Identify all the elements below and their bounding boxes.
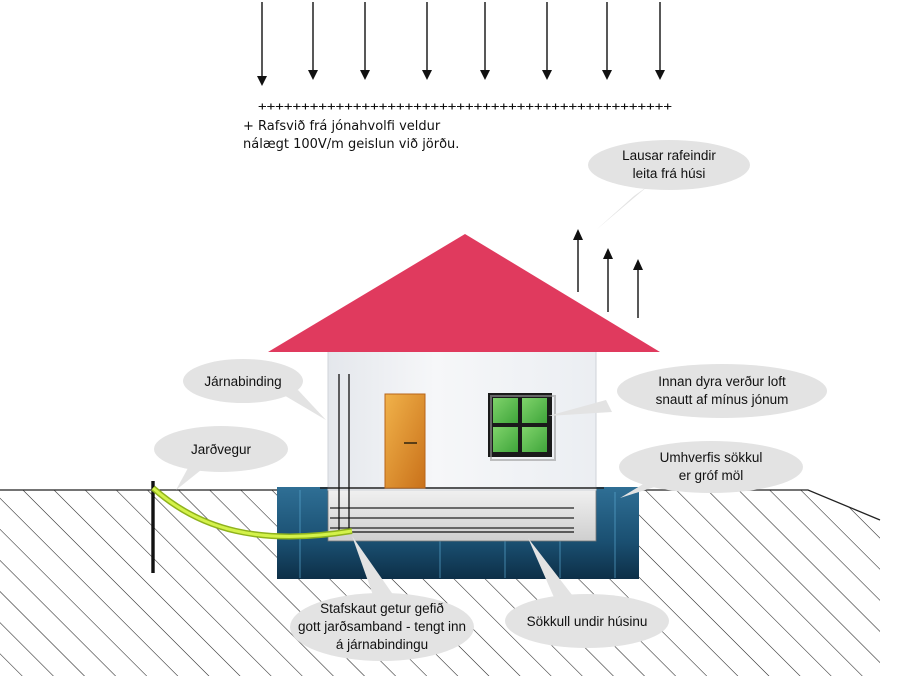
field-arrows — [257, 2, 665, 86]
callout-soil: Jarðvegur — [154, 426, 288, 490]
callout-electrons-line2: leita frá húsi — [633, 166, 706, 181]
arrow-up-icon — [603, 248, 613, 312]
arrow-down-icon — [602, 2, 612, 80]
rebar — [338, 374, 574, 533]
field-note-line2: nálægt 100V/m geislun við jörðu. — [243, 137, 459, 152]
house — [268, 234, 660, 533]
arrow-down-icon — [542, 2, 552, 80]
callout-gravel-line1: Umhverfis sökkul — [660, 450, 763, 465]
callout-rebar-line1: Járnabinding — [204, 374, 281, 389]
callout-ground-rod-line2: gott jarðsamband - tengt inn — [298, 619, 466, 634]
arrow-down-icon — [655, 2, 665, 80]
plus-charge-row: ++++++++++++++++++++++++++++++++++++++++… — [258, 100, 672, 113]
arrow-up-icon — [573, 229, 583, 292]
arrow-up-icon — [633, 259, 643, 318]
arrow-down-icon — [422, 2, 432, 80]
callout-gravel: Umhverfis sökkul er gróf möl — [619, 441, 803, 498]
arrow-down-icon — [308, 2, 318, 80]
callout-gravel-line2: er gróf möl — [679, 468, 744, 483]
callout-rebar: Járnabinding — [183, 359, 326, 420]
roof — [268, 234, 660, 352]
arrow-down-icon — [257, 2, 267, 86]
callout-indoor-line1: Innan dyra verður loft — [658, 374, 786, 389]
electron-arrows — [573, 229, 643, 318]
callout-electrons-line1: Lausar rafeindir — [622, 148, 716, 163]
callout-foundation-line1: Sökkull undir húsinu — [527, 614, 648, 629]
callout-indoor-line2: snautt af mínus jónum — [656, 392, 789, 407]
arrow-down-icon — [360, 2, 370, 80]
window — [488, 393, 556, 461]
callout-electrons: Lausar rafeindir leita frá húsi — [588, 140, 750, 230]
arrow-down-icon — [480, 2, 490, 80]
callout-ground-rod: Stafskaut getur gefið gott jarðsamband -… — [290, 536, 474, 661]
floor-slab — [327, 486, 597, 542]
callout-indoor: Innan dyra verður loft snautt af mínus j… — [548, 364, 827, 418]
callout-foundation: Sökkull undir húsinu — [505, 538, 669, 648]
field-note-line1: + Rafsvið frá jónahvolfi veldur — [243, 119, 441, 134]
callout-ground-rod-line3: á járnabindingu — [336, 637, 428, 652]
door — [384, 393, 426, 489]
ground-rod — [151, 481, 353, 573]
callout-soil-line1: Jarðvegur — [191, 442, 252, 457]
callout-ground-rod-line1: Stafskaut getur gefið — [320, 601, 444, 616]
